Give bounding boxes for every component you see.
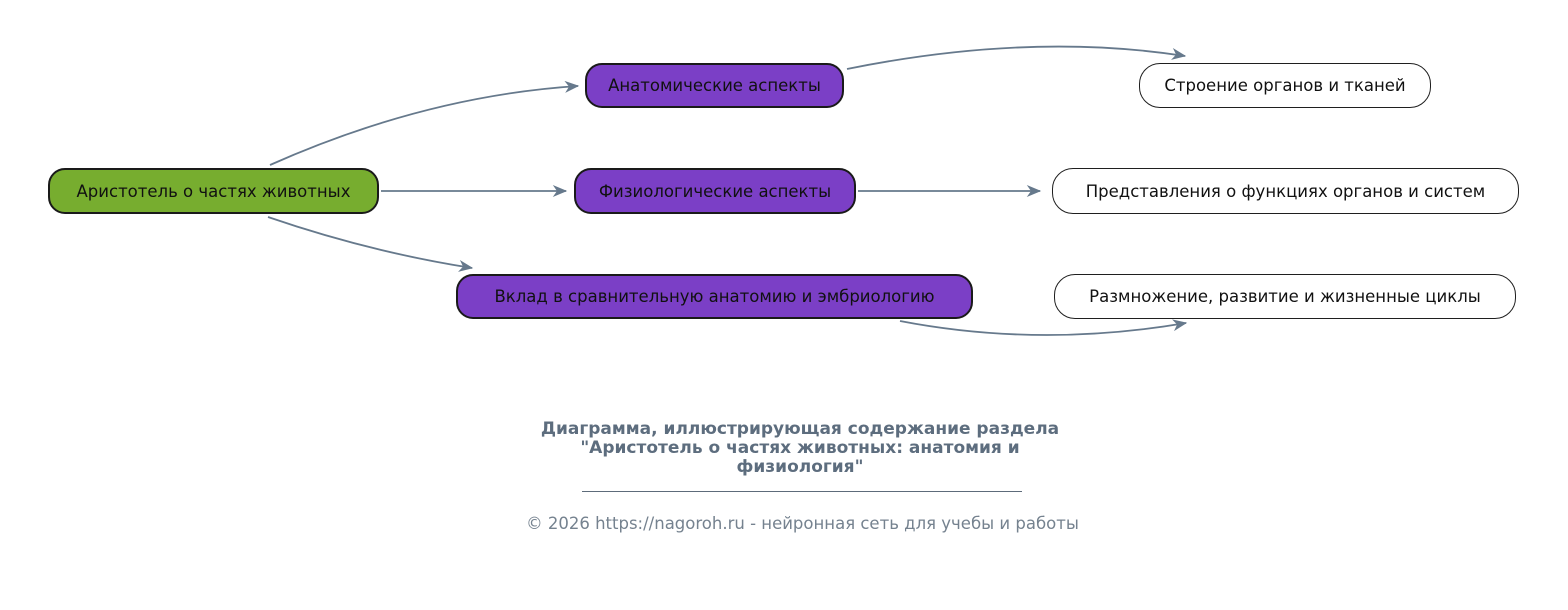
diagram-caption: Диаграмма, иллюстрирующая содержание раз… <box>540 419 1060 477</box>
node-leaf-reproduction: Размножение, развитие и жизненные циклы <box>1054 274 1516 319</box>
node-branch-anatomy: Анатомические аспекты <box>585 63 844 108</box>
node-leaf-structure: Строение органов и тканей <box>1139 63 1431 108</box>
caption-separator-line <box>582 491 1022 492</box>
edge-root-to-anatomy <box>269 80 580 166</box>
edge-contribution-to-reproduction <box>899 319 1188 336</box>
node-branch-physiology: Физиологические аспекты <box>574 168 856 214</box>
node-leaf-functions: Представления о функциях органов и систе… <box>1052 168 1519 214</box>
edge-root-to-contribution <box>267 216 474 272</box>
node-branch-contribution: Вклад в сравнительную анатомию и эмбриол… <box>456 274 973 319</box>
footer-credit: © 2026 https://nagoroh.ru - нейронная се… <box>526 514 1079 533</box>
edge-anatomy-to-structure <box>846 45 1187 70</box>
node-root-aristotle: Аристотель о частях животных <box>48 168 379 214</box>
